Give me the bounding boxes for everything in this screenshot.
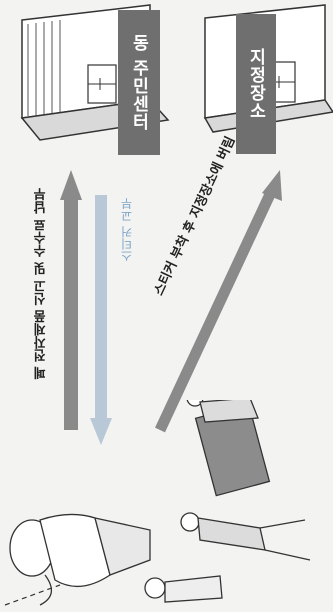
- dispose-arrow: [155, 170, 282, 433]
- sticker-issue-label: 스티커 교부: [120, 198, 134, 262]
- designated-place-label: 지정장소: [245, 48, 266, 120]
- community-center-sign: 동 주민센터: [118, 10, 160, 155]
- report-arrow: [60, 170, 82, 430]
- community-center-label: 동 주민센터: [128, 34, 149, 131]
- family-illustration: [4, 400, 311, 606]
- sticker-issue-arrow: [90, 195, 112, 445]
- designated-place-sign: 지정장소: [236, 14, 276, 154]
- helper-figure: [186, 400, 259, 423]
- man-figure: [180, 512, 311, 561]
- child-figure: [144, 575, 223, 603]
- report-label: 폐 전자제품 신고 및 수수료 납부: [34, 188, 49, 380]
- woman-figure: [9, 513, 151, 606]
